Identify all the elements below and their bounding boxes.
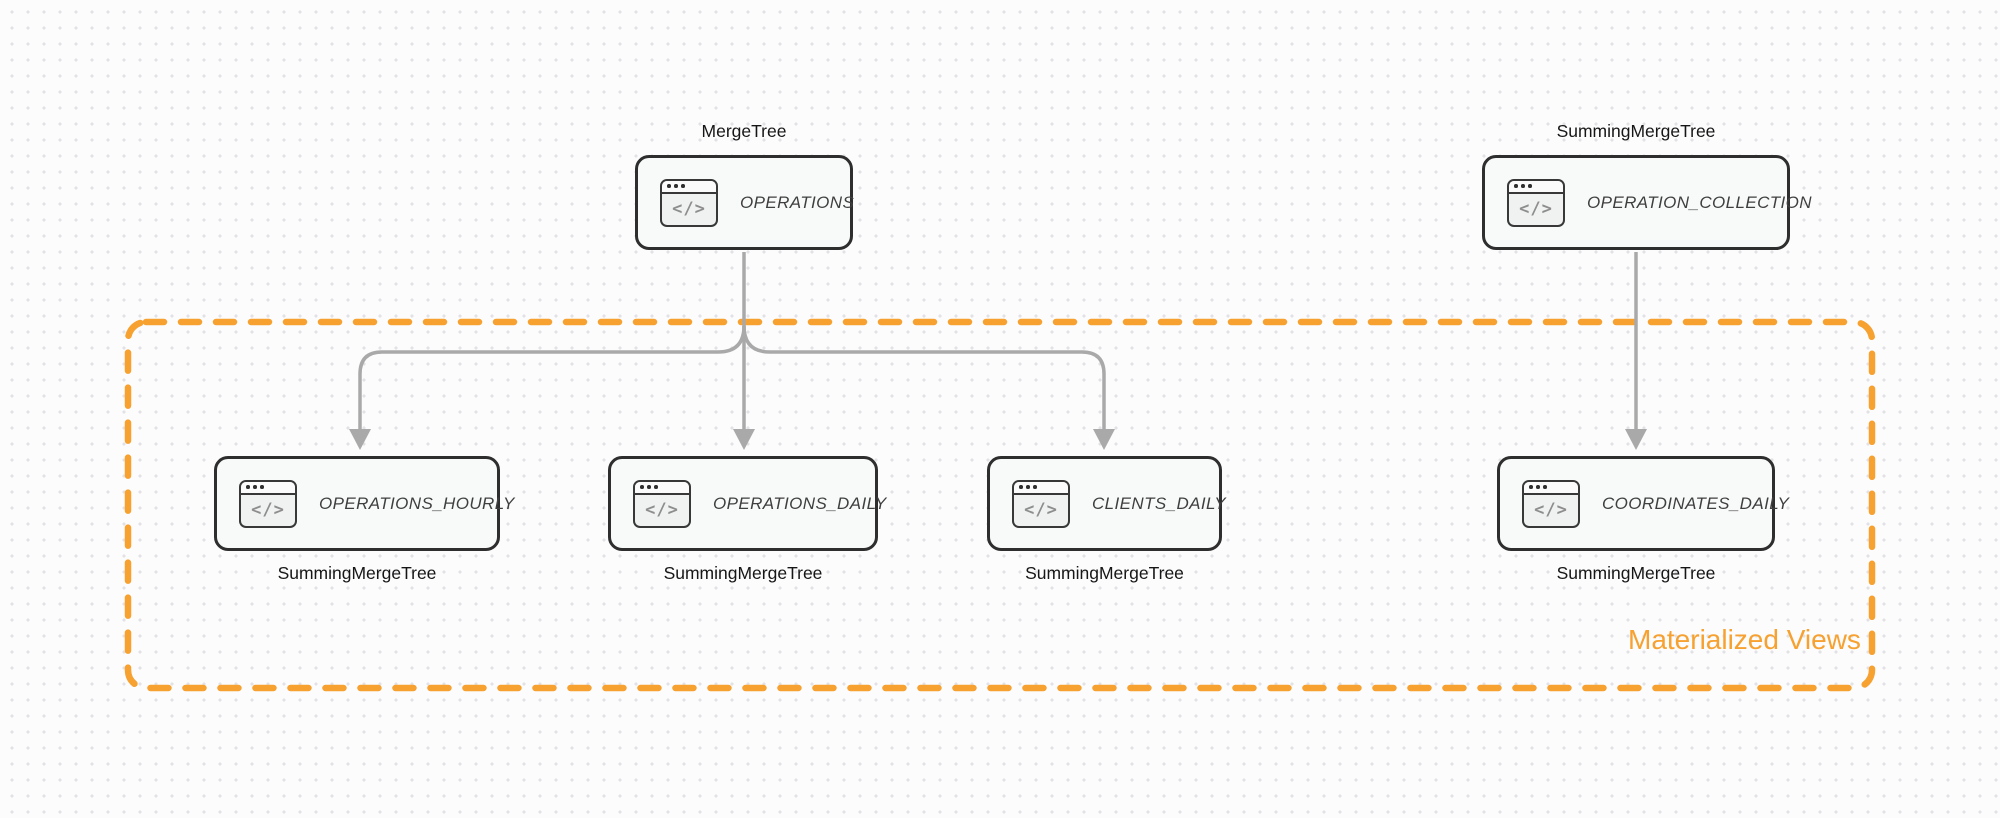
node-table-name: COORDINATES_DAILY bbox=[1602, 493, 1790, 513]
engine-label-clients-daily: SummingMergeTree bbox=[1025, 563, 1184, 583]
materialized-views-group-label: Materialized Views bbox=[1628, 624, 1861, 655]
node-table-name: CLIENTS_DAILY bbox=[1092, 493, 1227, 513]
arrowhead-operations-daily bbox=[733, 429, 755, 450]
engine-label-operations-hourly: SummingMergeTree bbox=[277, 563, 437, 583]
code-window-icon: </> bbox=[239, 479, 297, 528]
code-glyph: </> bbox=[1519, 198, 1553, 219]
node-operation-collection[interactable]: </> OPERATION_COLLECTION bbox=[1482, 155, 1812, 250]
code-window-icon: </> bbox=[1522, 479, 1580, 528]
node-table-name: OPERATION_COLLECTION bbox=[1587, 192, 1812, 212]
node-clients-daily[interactable]: </> CLIENTS_DAILY bbox=[987, 456, 1226, 551]
code-glyph: </> bbox=[1024, 499, 1058, 520]
code-glyph: </> bbox=[251, 499, 285, 520]
node-operations[interactable]: </> OPERATIONS bbox=[635, 155, 855, 250]
code-glyph: </> bbox=[1534, 499, 1568, 520]
engine-label-operations: MergeTree bbox=[701, 121, 787, 141]
arrowhead-clients-daily bbox=[1093, 429, 1115, 450]
node-table-name: OPERATIONS_HOURLY bbox=[319, 493, 515, 513]
node-coordinates-daily[interactable]: </> COORDINATES_DAILY bbox=[1497, 456, 1789, 551]
arrowhead-operations-hourly bbox=[349, 429, 371, 450]
node-operations-hourly[interactable]: </> OPERATIONS_HOURLY bbox=[214, 456, 514, 551]
code-glyph: </> bbox=[672, 198, 706, 219]
engine-label-operations-daily: SummingMergeTree bbox=[663, 563, 823, 583]
code-glyph: </> bbox=[645, 499, 679, 520]
edge-operations-to-operations-hourly[interactable] bbox=[358, 325, 746, 430]
arrowhead-coordinates-daily bbox=[1625, 429, 1647, 450]
code-window-icon: </> bbox=[1012, 479, 1070, 528]
edge-operations-to-clients-daily[interactable] bbox=[742, 325, 1106, 430]
node-table-name: OPERATIONS bbox=[740, 192, 855, 212]
engine-label-operation-collection: SummingMergeTree bbox=[1556, 121, 1716, 141]
code-window-icon: </> bbox=[1507, 178, 1565, 227]
node-operations-daily[interactable]: </> OPERATIONS_DAILY bbox=[608, 456, 886, 551]
engine-label-coordinates-daily: SummingMergeTree bbox=[1556, 563, 1716, 583]
code-window-icon: </> bbox=[633, 479, 691, 528]
materialized-views-group-outline[interactable] bbox=[124, 318, 1876, 692]
node-table-name: OPERATIONS_DAILY bbox=[713, 493, 887, 513]
code-window-icon: </> bbox=[660, 178, 718, 227]
